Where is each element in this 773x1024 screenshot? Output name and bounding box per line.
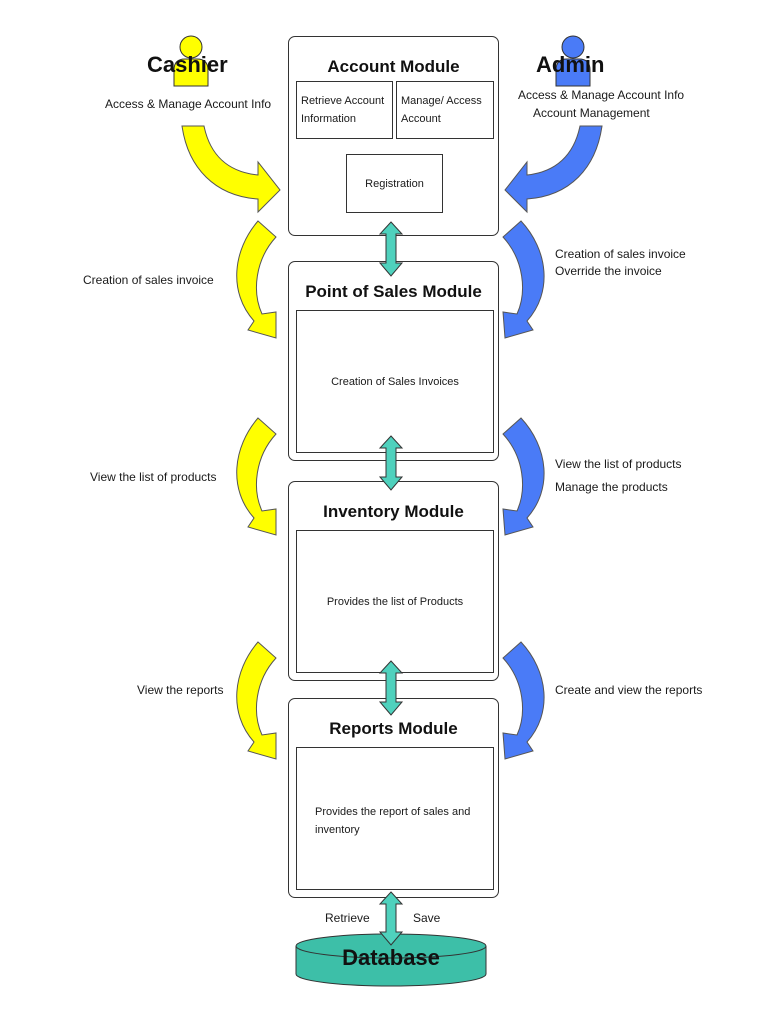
database-retrieve-label: Retrieve: [325, 911, 370, 925]
admin-arrow-account: [504, 125, 603, 214]
database-label: Database: [342, 945, 440, 970]
registration-box: Registration: [346, 154, 443, 213]
admin-label-account-1: Access & Manage Account Info: [518, 88, 685, 102]
admin-label-pos-1: Creation of sales invoice: [555, 247, 686, 261]
admin-actor-icon: [555, 35, 591, 87]
inventory-module-title: Inventory Module: [323, 502, 464, 521]
reports-module-title: Reports Module: [329, 719, 458, 738]
admin-arrow-inventory: [502, 417, 545, 536]
admin-label-account-2: Account Management: [533, 106, 650, 120]
admin-label-inventory-1: View the list of products: [555, 457, 682, 471]
cashier-name: Cashier: [147, 52, 228, 77]
manage-account-line-2: Account: [401, 113, 441, 125]
reports-content-box: Provides the report of sales and invento…: [296, 747, 494, 890]
database-cylinder: [295, 933, 487, 987]
pos-content-box: Creation of Sales Invoices: [296, 310, 494, 453]
retrieve-account-box: Retrieve Account Information: [296, 81, 393, 139]
reports-content-line-2: inventory: [315, 824, 360, 836]
pos-content-text: Creation of Sales Invoices: [331, 375, 459, 388]
reports-module: Reports Module Provides the report of sa…: [288, 698, 499, 898]
cashier-label-pos: Creation of sales invoice: [83, 273, 214, 287]
cashier-label-reports: View the reports: [137, 683, 224, 697]
cashier-label-inventory: View the list of products: [90, 470, 217, 484]
manage-account-line-1: Manage/ Access: [401, 95, 482, 107]
cashier-actor-icon: [173, 35, 209, 87]
cashier-label-account: Access & Manage Account Info: [105, 97, 272, 111]
admin-label-inventory-2: Manage the products: [555, 480, 668, 494]
cashier-arrow-reports: [236, 641, 277, 760]
admin-label-reports: Create and view the reports: [555, 683, 703, 697]
account-module-title: Account Module: [327, 57, 460, 76]
account-module: Account Module Retrieve Account Informat…: [288, 36, 499, 236]
admin-arrow-reports: [502, 641, 545, 760]
inventory-content-text: Provides the list of Products: [326, 595, 464, 608]
cashier-arrow-inventory: [236, 417, 277, 536]
registration-label: Registration: [365, 177, 424, 190]
database-save-label: Save: [413, 911, 441, 925]
retrieve-account-line-1: Retrieve Account: [301, 95, 385, 107]
manage-account-box: Manage/ Access Account: [396, 81, 494, 139]
reports-content-line-1: Provides the report of sales and: [315, 806, 471, 818]
cashier-arrow-pos: [236, 220, 277, 339]
inventory-module: Inventory Module Provides the list of Pr…: [288, 481, 499, 681]
pos-module: Point of Sales Module Creation of Sales …: [288, 261, 499, 461]
admin-arrow-pos: [502, 220, 545, 339]
retrieve-account-line-2: Information: [301, 113, 357, 125]
pos-module-title: Point of Sales Module: [305, 282, 482, 301]
inventory-content-box: Provides the list of Products: [296, 530, 494, 673]
cashier-arrow-account: [181, 125, 281, 214]
admin-name: Admin: [536, 52, 605, 77]
admin-label-pos-2: Override the invoice: [555, 264, 662, 278]
